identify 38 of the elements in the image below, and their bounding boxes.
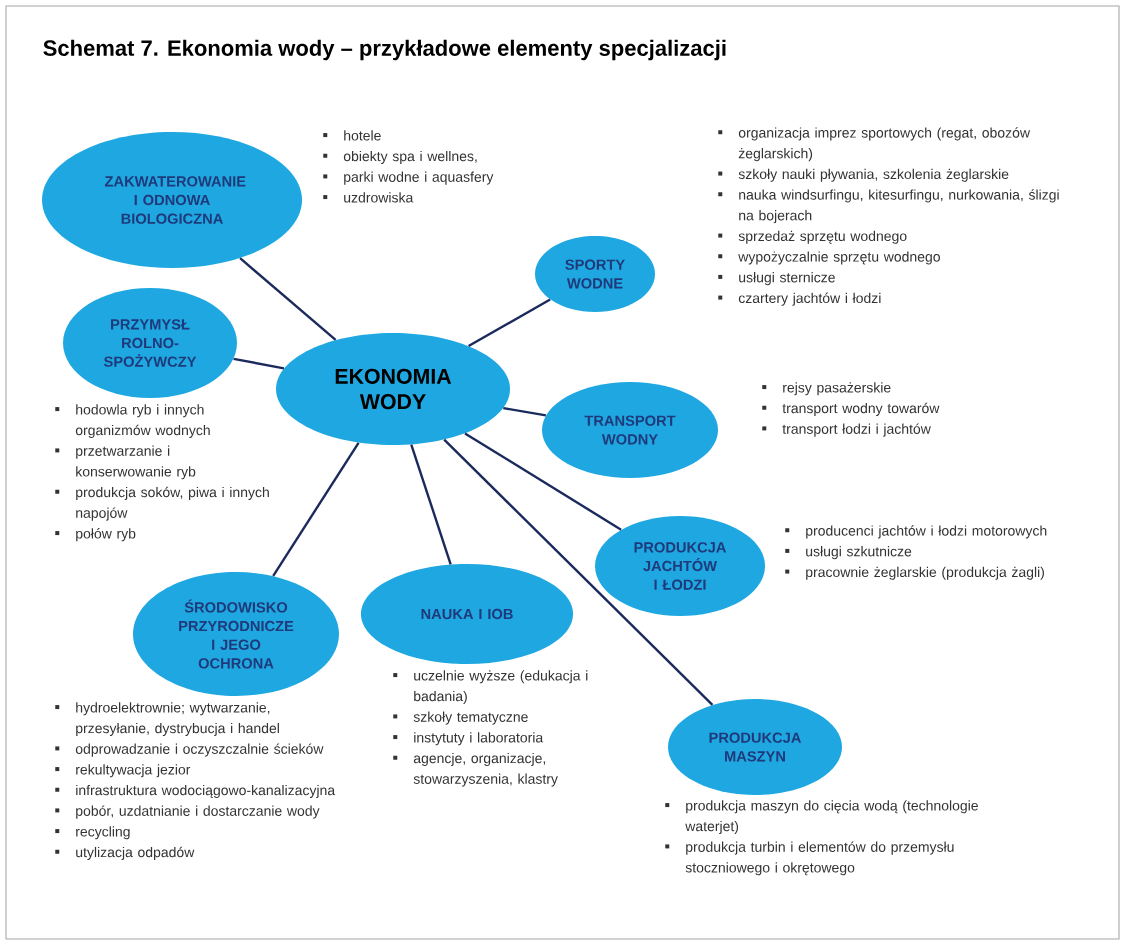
bullet-item: instytuty i laboratoria	[393, 732, 544, 746]
bullet-item: szkoły nauki pływania, szkolenia żeglarskie	[718, 168, 1009, 182]
connector-line	[239, 257, 337, 341]
connector-line	[503, 406, 547, 417]
bullet-item: infrastruktura wodociągowo-kanalizacyjna	[55, 784, 336, 798]
bullet-item: połów ryb	[55, 528, 136, 542]
title: Schemat 7. Ekonomia wody – przykładowe elementy specjalizacji	[43, 39, 726, 61]
bullet-item: produkcja maszyn do cięcia wodą (technologie waterjet)	[665, 800, 978, 834]
bullet-item: rejsy pasażerskie	[762, 382, 891, 396]
bullet-item: parki wodne i aquasfery	[323, 171, 494, 185]
bullet-item: utylizacja odpadów	[55, 846, 195, 860]
connector-line	[443, 438, 714, 706]
bullet-item: pobór, uzdatnianie i dostarczanie wody	[55, 805, 320, 819]
bullet-item: usługi sternicze	[718, 272, 835, 286]
bullet-item: rekultywacja jezior	[55, 764, 191, 778]
bullet-item: uzdrowiska	[323, 192, 414, 203]
bullet-item: uczelnie wyższe (edukacja i badania)	[393, 670, 588, 704]
bullet-item: pracownie żeglarskie (produkcja żagli)	[785, 566, 1044, 580]
bullet-item: organizacja imprez sportowych (regat, obozów żeglarskich)	[718, 127, 1031, 162]
bullet-item: agencje, organizacje, stowarzyszenia, klastry	[393, 752, 558, 787]
bullet-item: obiekty spa i wellnes,	[323, 150, 477, 164]
bullet-item: szkoły tematyczne	[393, 711, 528, 725]
bullet-item: produkcja turbin i elementów do przemysłu stoczniowego i okrętowego	[665, 841, 954, 876]
connector-line	[233, 357, 285, 370]
bullet-item: transport wodny towarów	[762, 402, 940, 416]
bullet-item: transport łodzi i jachtów	[762, 423, 931, 437]
connector-line	[272, 442, 360, 577]
bullet-item: producenci jachtów i łodzi motorowych	[785, 525, 1047, 539]
bullet-item: usługi szkutnicze	[785, 546, 912, 560]
connector-line	[410, 444, 452, 565]
bullet-item: odprowadzanie i oczyszczalnie ścieków	[55, 743, 324, 757]
bullet-item: czartery jachtów i łodzi	[718, 292, 881, 306]
connector-line	[464, 432, 622, 531]
bullet-item: recycling	[55, 826, 130, 840]
bullet-item: wypożyczalnie sprzętu wodnego	[718, 251, 940, 265]
bullet-item: sprzedaż sprzętu wodnego	[718, 230, 907, 244]
connector-line	[468, 298, 551, 348]
bullet-item: hotele	[323, 130, 381, 141]
